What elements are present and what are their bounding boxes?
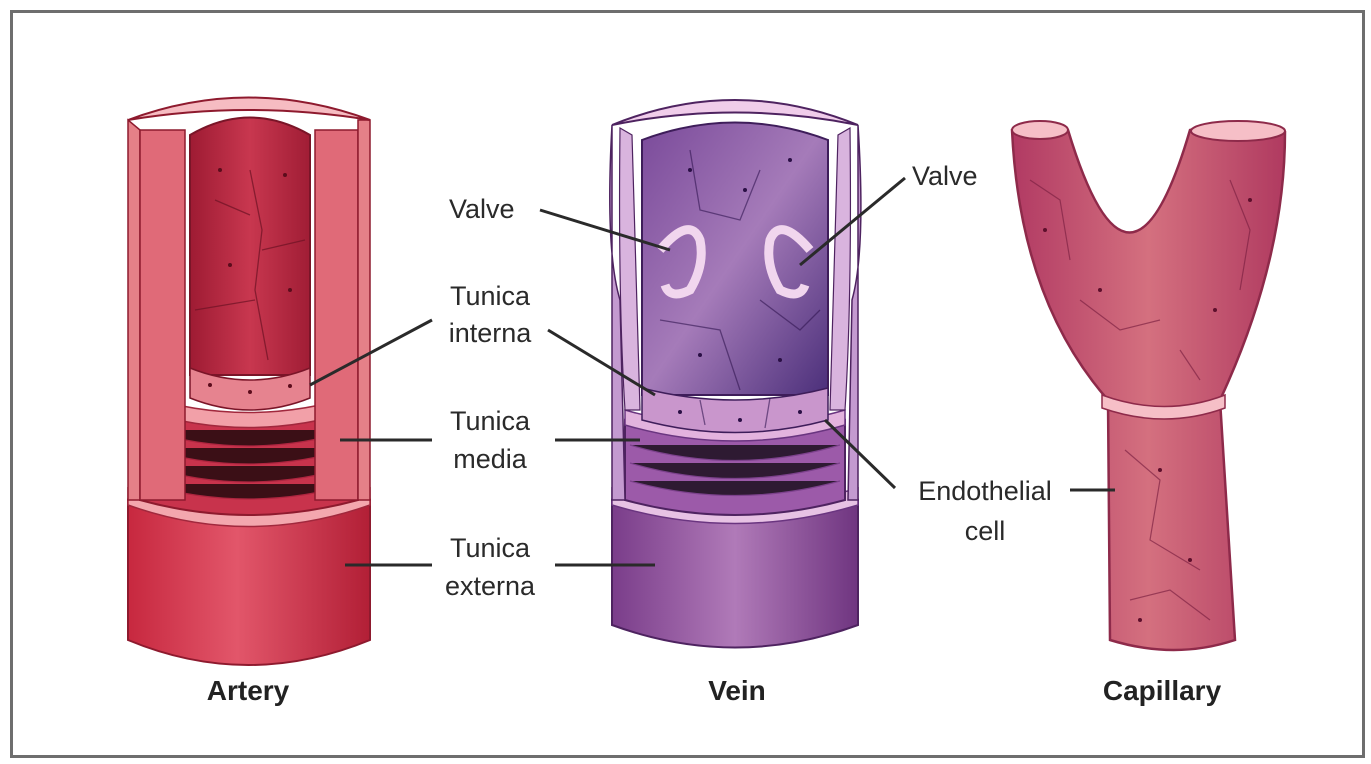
label-tunica-externa-line2: externa (445, 571, 536, 601)
capillary-illustration (1012, 121, 1285, 650)
label-tunica-media-line1: Tunica (450, 406, 531, 436)
caption-capillary: Capillary (1103, 675, 1222, 706)
label-endothelial-line2: cell (965, 516, 1006, 546)
caption-vein: Vein (708, 675, 766, 706)
label-tunica-media-line2: media (453, 444, 528, 474)
label-tunica-externa-line1: Tunica (450, 533, 531, 563)
label-endothelial-line1: Endothelial (918, 476, 1052, 506)
label-valve-right: Valve (912, 161, 978, 191)
label-tunica-interna-line1: Tunica (450, 281, 531, 311)
artery-illustration (128, 98, 370, 666)
label-valve-left: Valve (449, 194, 515, 224)
label-tunica-interna-line2: interna (449, 318, 533, 348)
caption-artery: Artery (207, 675, 290, 706)
